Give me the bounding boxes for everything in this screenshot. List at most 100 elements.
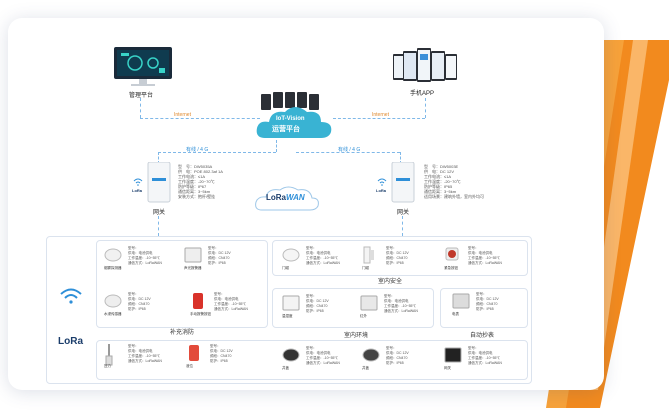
device-spec: 供电：电池供电 bbox=[306, 351, 331, 355]
wired-label-left: 有线 / 4 G bbox=[186, 147, 209, 153]
gateway-spec-line: 型 号：DW5035A bbox=[178, 164, 213, 169]
device-icon bbox=[282, 348, 300, 362]
device-spec: 防护：IP65 bbox=[476, 307, 494, 311]
device-spec: 型号： bbox=[476, 292, 487, 296]
device-spec: 供电：电池供电 bbox=[128, 251, 153, 255]
device-icon bbox=[104, 294, 122, 308]
internet-vline-left bbox=[140, 98, 141, 118]
platform-title: IoT-Vision bbox=[276, 116, 305, 122]
device-caption: 压力 bbox=[104, 364, 111, 368]
lorawan-wan: WAN bbox=[286, 193, 305, 202]
device-caption: 紧急按钮 bbox=[444, 266, 458, 270]
device-spec: 型号： bbox=[386, 246, 397, 250]
device-icon bbox=[104, 248, 122, 262]
gateway-spec-line: 工作电流：≤1A bbox=[178, 174, 206, 179]
gateway-right-down bbox=[402, 216, 403, 236]
subpanel-fire bbox=[96, 240, 268, 328]
device-spec: 工作温度：-10~55℃ bbox=[128, 256, 160, 260]
device-spec: 型号： bbox=[306, 294, 317, 298]
device-spec: 工作温度：-10~55℃ bbox=[468, 256, 500, 260]
wired-line-left bbox=[158, 152, 276, 153]
device-spec: 型号： bbox=[208, 246, 219, 250]
device-spec: 工作温度：-10~55℃ bbox=[214, 302, 246, 306]
device-spec: 型号： bbox=[210, 344, 221, 348]
device-spec: 型号： bbox=[128, 292, 139, 296]
internet-vline-right bbox=[425, 98, 426, 118]
gateway-spec-line: 工作温度：-20~70℃ bbox=[424, 179, 461, 184]
gateway-spec-line: 通信距离：3~5km bbox=[178, 189, 211, 194]
gateway-spec-line: 供 电：DC 12V bbox=[424, 169, 455, 174]
device-caption: 液位 bbox=[186, 364, 193, 368]
device-spec: 频段：CN470 bbox=[386, 356, 408, 360]
wired-label-right: 有线 / 4 G bbox=[338, 147, 361, 153]
section-fire-supplement: 补充消防 bbox=[170, 330, 195, 336]
device-spec: 频段：CN470 bbox=[386, 256, 408, 260]
gateway-spec-line: 适用场景：建筑外墙，室内外均可 bbox=[424, 194, 484, 199]
device-caption: 井盖 bbox=[282, 366, 289, 370]
phones-icon bbox=[393, 48, 457, 82]
device-icon bbox=[444, 347, 462, 363]
device-icon bbox=[184, 247, 202, 263]
wired-vline-right bbox=[400, 152, 401, 164]
device-caption: 烟雾探测器 bbox=[104, 266, 122, 270]
device-spec: 频段：CN470 bbox=[306, 304, 328, 308]
device-icon bbox=[282, 295, 300, 311]
monitor-icon bbox=[114, 47, 172, 86]
device-icon bbox=[105, 344, 113, 366]
gateway-spec-line: 防护等级：IP67 bbox=[178, 184, 207, 189]
gateway-left-down bbox=[158, 216, 159, 236]
internet-label-left: Internet bbox=[174, 112, 191, 118]
internet-label-right: Internet bbox=[372, 112, 389, 118]
gateway-left-label: 网关 bbox=[153, 210, 166, 216]
device-icon bbox=[452, 293, 470, 309]
device-spec: 通信方式：LoRaWAN bbox=[468, 361, 502, 365]
wired-line-right bbox=[296, 152, 400, 153]
device-spec: 型号： bbox=[306, 246, 317, 250]
wifi-icon-large bbox=[60, 288, 82, 304]
device-spec: 供电：电池供电 bbox=[128, 349, 153, 353]
device-spec: 供电：DC 12V bbox=[476, 297, 499, 301]
device-spec: 工作温度：-10~55℃ bbox=[306, 356, 338, 360]
section-auto-alarm: 自动抄表 bbox=[470, 333, 495, 339]
device-spec: 供电：电池供电 bbox=[468, 251, 493, 255]
device-spec: 型号： bbox=[468, 246, 479, 250]
gateway-spec-line: 工作温度：-20~70℃ bbox=[178, 179, 215, 184]
device-spec: 通信方式：LoRaWAN bbox=[214, 307, 248, 311]
lorawan-logo: LoRaWAN bbox=[266, 193, 305, 202]
device-spec: 型号： bbox=[384, 294, 395, 298]
device-spec: 供电：电池供电 bbox=[468, 351, 493, 355]
device-spec: 防护：IP65 bbox=[386, 361, 404, 365]
device-caption: 水浸传感器 bbox=[104, 312, 122, 316]
device-spec: 工作温度：-10~55℃ bbox=[128, 354, 160, 358]
device-spec: 频段：CN470 bbox=[128, 302, 150, 306]
device-spec: 工作温度：-10~55℃ bbox=[384, 304, 416, 308]
device-spec: 通信方式：LoRaWAN bbox=[306, 261, 340, 265]
device-spec: 供电：DC 12V bbox=[210, 349, 233, 353]
device-icon bbox=[193, 293, 203, 309]
platform-subtitle: 运营平台 bbox=[272, 126, 300, 133]
wired-vline-left-top bbox=[276, 140, 277, 152]
device-caption: 声光报警器 bbox=[184, 266, 202, 270]
gateway-spec-line: 供 电：POE 802.3af 1A bbox=[178, 169, 223, 174]
device-spec: 通信方式：LoRaWAN bbox=[128, 261, 162, 265]
device-spec: 工作温度：-10~55℃ bbox=[306, 256, 338, 260]
lora-mini-left: LoRa bbox=[132, 188, 142, 193]
device-spec: 频段：CN470 bbox=[476, 302, 498, 306]
